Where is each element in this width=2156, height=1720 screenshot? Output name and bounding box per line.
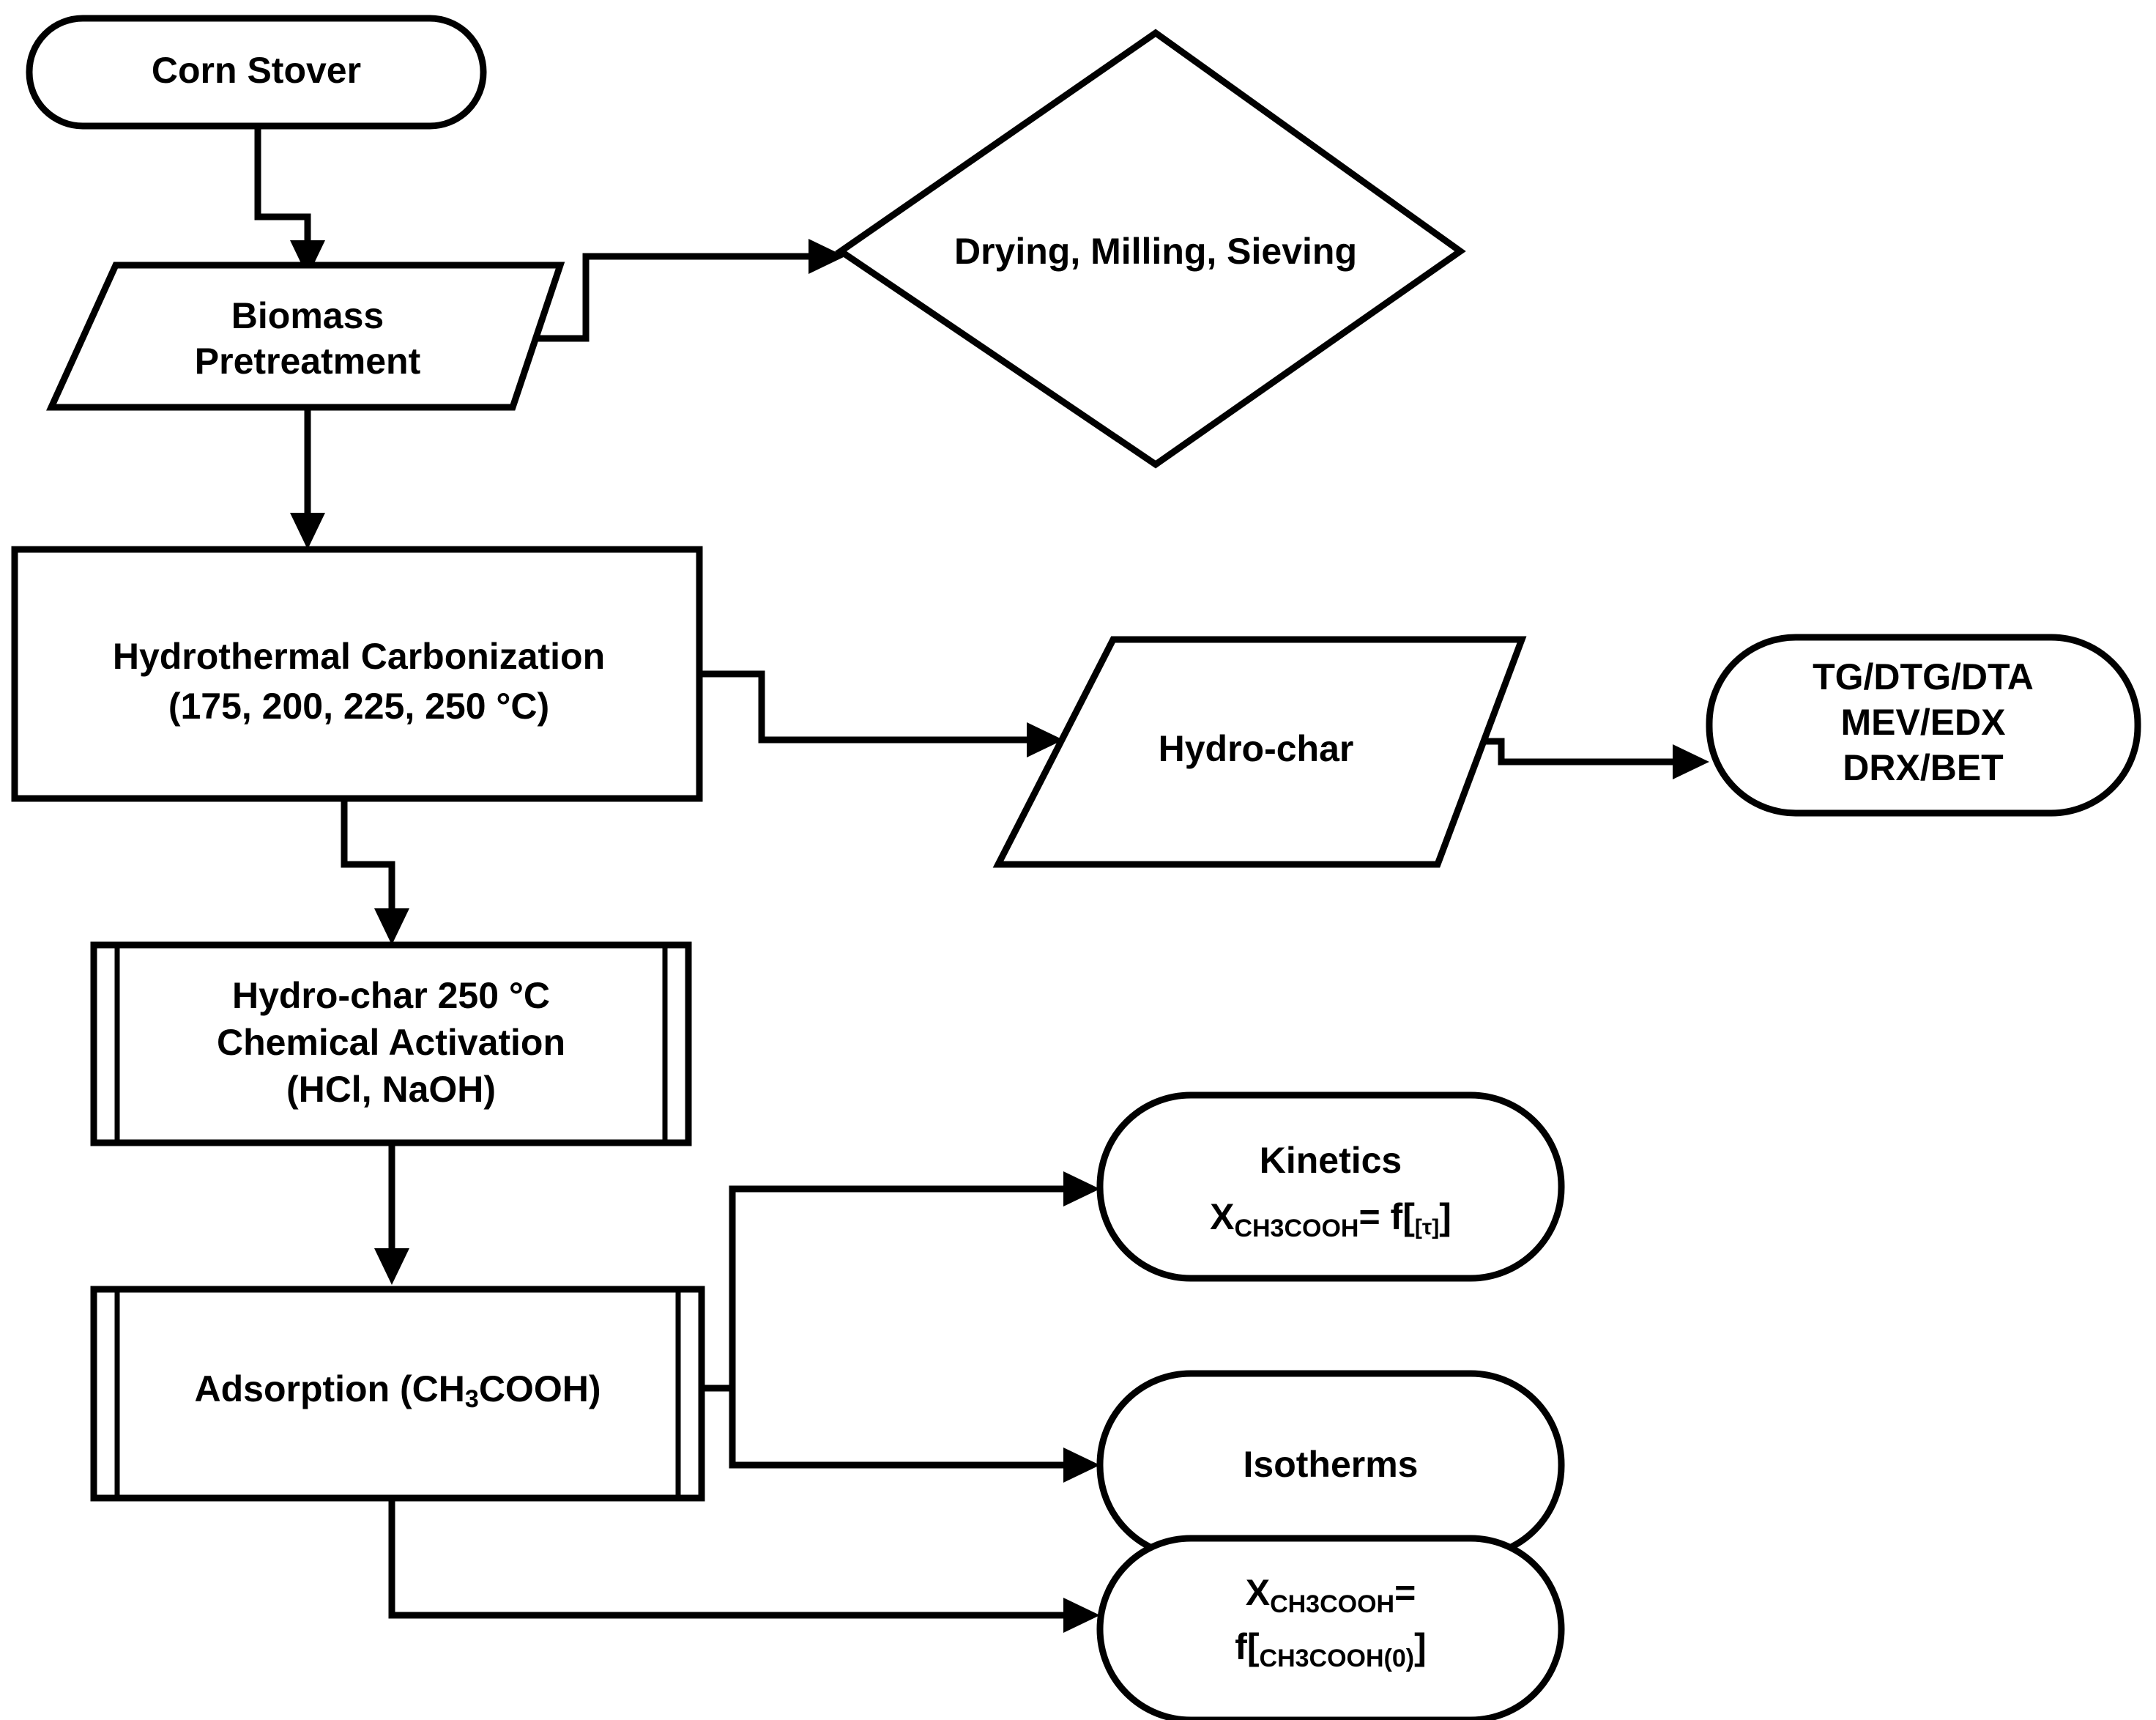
arrowhead-icon	[808, 239, 845, 274]
node-adsorption[interactable]: Adsorption (CH3COOH)	[90, 1286, 705, 1502]
edge-biomass-pretreatment-to-drying	[513, 239, 845, 342]
edge-corn-stover-to-biomass-pretreatment	[254, 129, 325, 277]
edge-htc-to-hydro-char	[699, 670, 1063, 757]
edge-htc-to-chemical-activation	[341, 800, 409, 945]
biomass-pretreatment-label-line-2: Pretreatment	[195, 341, 421, 382]
isotherms-label: Isotherms	[1244, 1444, 1419, 1485]
edge-adsorption-branch	[703, 1171, 1100, 1483]
adsorption-label: Adsorption (CH3COOH)	[195, 1368, 601, 1413]
htc-label-line-2: (175, 200, 225, 250 °C)	[168, 686, 549, 727]
kinetics-label-line-1: Kinetics	[1260, 1140, 1402, 1181]
conversion-formula-var: X	[1246, 1572, 1270, 1613]
chemical-activation-label-line-2: Chemical Activation	[217, 1022, 565, 1063]
conversion-formula-var-sub: CH3COOH	[1270, 1590, 1394, 1618]
chemical-activation-label-line-1: Hydro-char 250 °C	[232, 975, 550, 1016]
edge-adsorption-to-conversion	[388, 1499, 1100, 1633]
node-conversion-vs-initial[interactable]: XCH3COOH= f[CH3COOH(0)]	[1096, 1535, 1565, 1720]
kinetics-formula-eq: = f[	[1358, 1196, 1415, 1237]
characterization-label-line-1: TG/DTG/DTA	[1813, 656, 2034, 697]
edge-biomass-pretreatment-to-htc	[290, 407, 325, 549]
characterization-label-line-3: DRX/BET	[1843, 747, 2003, 788]
conversion-formula-line2-prefix: f[	[1235, 1626, 1260, 1667]
edge-chemical-activation-to-adsorption	[374, 1143, 409, 1285]
arrowhead-icon	[1027, 722, 1063, 757]
kinetics-formula-var-sub: CH3COOH	[1234, 1215, 1358, 1242]
conversion-formula-line2-sub: CH3COOH(0)	[1260, 1645, 1415, 1672]
node-characterization[interactable]: TG/DTG/DTA MEV/EDX DRX/BET	[1706, 634, 2141, 817]
conversion-formula-line-1: XCH3COOH=	[1246, 1572, 1416, 1618]
conversion-formula-line2-close: ]	[1414, 1626, 1427, 1667]
conversion-formula-eq: =	[1394, 1572, 1416, 1613]
node-chemical-activation[interactable]: Hydro-char 250 °C Chemical Activation (H…	[90, 941, 692, 1146]
kinetics-formula-var: X	[1210, 1196, 1234, 1237]
kinetics-formula-close: ]	[1439, 1196, 1451, 1237]
kinetics-formula: XCH3COOH= f[[τ]]	[1210, 1196, 1451, 1242]
node-kinetics[interactable]: Kinetics XCH3COOH= f[[τ]]	[1096, 1091, 1565, 1282]
arrowhead-icon	[374, 1248, 409, 1285]
node-hydrothermal-carbonization[interactable]: Hydrothermal Carbonization (175, 200, 22…	[11, 546, 703, 802]
drying-milling-sieving-label: Drying, Milling, Sieving	[954, 231, 1357, 272]
conversion-formula-line-2: f[CH3COOH(0)]	[1235, 1626, 1427, 1672]
node-hydro-char[interactable]: Hydro-char	[992, 636, 1527, 868]
arrowhead-icon	[1673, 744, 1709, 779]
adsorption-label-suffix: COOH)	[479, 1368, 601, 1409]
kinetics-formula-arg-sub: [τ]	[1415, 1215, 1439, 1239]
chemical-activation-label-line-3: (HCl, NaOH)	[286, 1069, 496, 1110]
node-drying-milling-sieving[interactable]: Drying, Milling, Sieving	[835, 29, 1466, 469]
adsorption-label-sub: 3	[465, 1385, 479, 1413]
node-corn-stover[interactable]: Corn Stover	[26, 15, 487, 130]
arrowhead-icon	[290, 513, 325, 549]
arrowhead-icon	[374, 908, 409, 945]
htc-label-line-1: Hydrothermal Carbonization	[113, 636, 605, 677]
biomass-pretreatment-label-line-1: Biomass	[231, 295, 384, 336]
hydro-char-label: Hydro-char	[1159, 728, 1354, 769]
characterization-label-line-2: MEV/EDX	[1840, 702, 2005, 743]
arrowhead-icon-conversion	[1063, 1598, 1100, 1633]
corn-stover-label: Corn Stover	[152, 50, 361, 91]
arrowhead-icon-isotherms	[1063, 1447, 1100, 1483]
arrowhead-icon-kinetics	[1063, 1171, 1100, 1206]
arrowhead-icon	[290, 240, 325, 277]
adsorption-label-prefix: Adsorption (CH	[195, 1368, 465, 1409]
node-biomass-pretreatment[interactable]: Biomass Pretreatment	[46, 262, 565, 411]
node-isotherms[interactable]: Isotherms	[1096, 1370, 1565, 1560]
